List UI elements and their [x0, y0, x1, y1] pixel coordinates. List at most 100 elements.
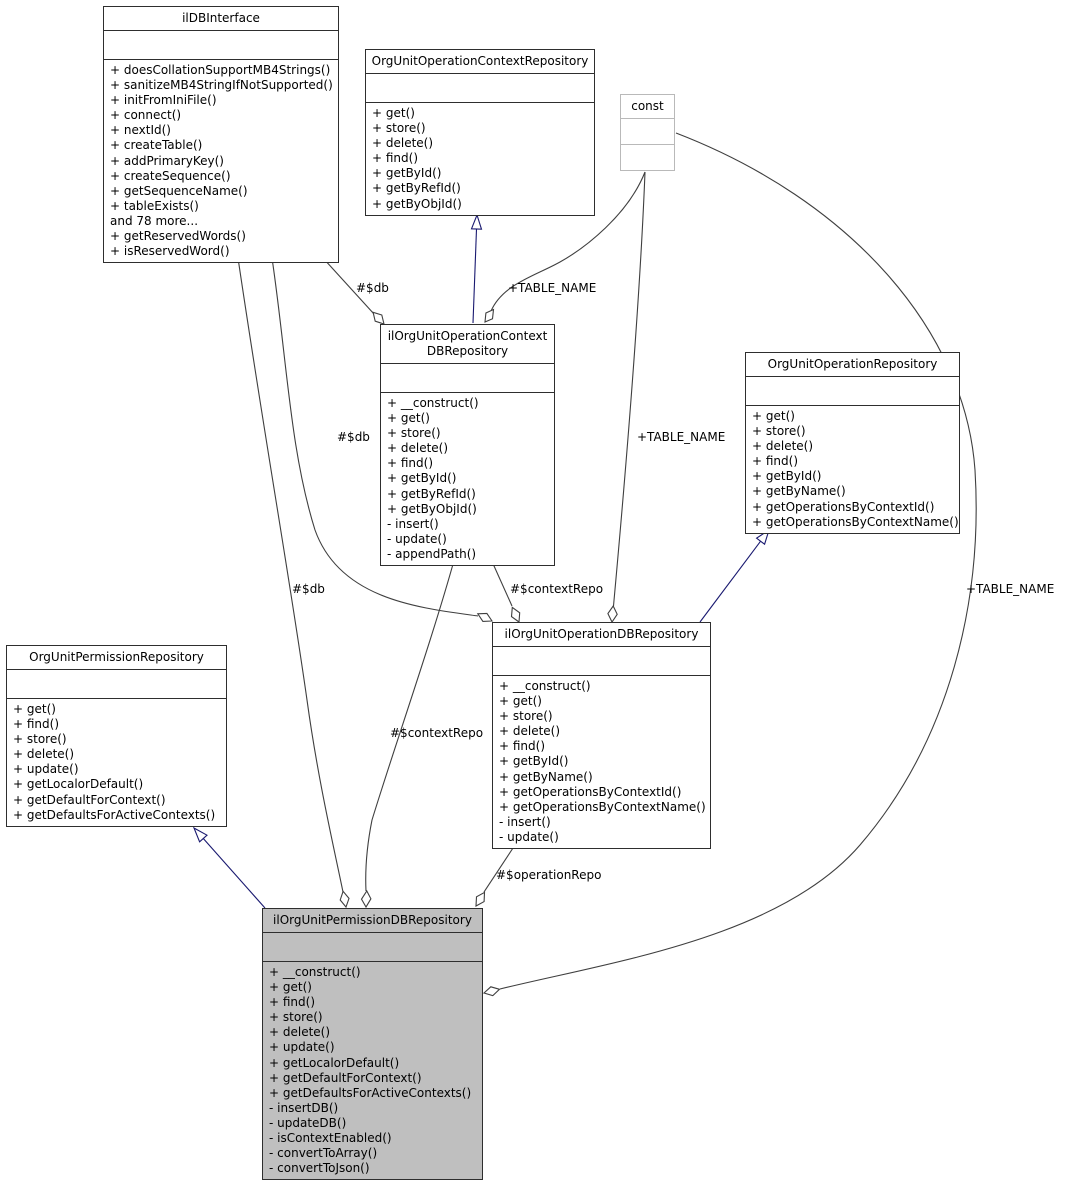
- method-row: + initFromIniFile(): [110, 93, 217, 108]
- class-attributes-empty: [621, 119, 674, 145]
- class-box-ilorgunitoperationcontextdbrepository[interactable]: ilOrgUnitOperationContext DBRepository +…: [380, 324, 555, 567]
- edge-contextrepo-to-permissiondbrepo: [365, 556, 456, 892]
- class-attributes-empty: [263, 933, 482, 962]
- method-row: + getReservedWords(): [110, 229, 246, 244]
- method-row: + tableExists(): [110, 198, 199, 213]
- class-box-orgunitoperationrepository[interactable]: OrgUnitOperationRepository + get()+ stor…: [745, 352, 960, 534]
- edge-label-tablename-2: +TABLE_NAME: [637, 430, 726, 444]
- method-row: + getByObjId(): [372, 196, 462, 211]
- method-row: + getLocalorDefault(): [269, 1055, 400, 1070]
- method-row: - insert(): [387, 516, 439, 531]
- method-row: + getByName(): [752, 484, 846, 499]
- method-row: - convertToArray(): [269, 1146, 378, 1161]
- method-row: + getDefaultForContext(): [269, 1070, 422, 1085]
- class-title: OrgUnitOperationContextRepository: [366, 50, 594, 74]
- class-attributes-empty: [104, 31, 338, 60]
- method-row: - update(): [387, 531, 447, 546]
- class-box-ilorgunitpermissiondbrepository: ilOrgUnitPermissionDBRepository + __cons…: [262, 908, 483, 1181]
- method-row: + getDefaultsForActiveContexts(): [269, 1085, 472, 1100]
- method-row: - isContextEnabled(): [269, 1131, 392, 1146]
- method-row: + nextId(): [110, 123, 171, 138]
- method-row: and 78 more...: [110, 213, 199, 228]
- aggregation-diamond: [475, 891, 486, 907]
- method-row: - updateDB(): [269, 1115, 347, 1130]
- method-row: + delete(): [752, 439, 814, 454]
- method-row: + store(): [752, 424, 806, 439]
- method-row: + store(): [13, 732, 67, 747]
- method-row: + update(): [13, 762, 79, 777]
- method-row: + delete(): [387, 441, 449, 456]
- edge-inherit-operationdbrepo: [699, 540, 762, 623]
- method-row: + getDefaultForContext(): [13, 792, 166, 807]
- method-row: + store(): [269, 1010, 323, 1025]
- class-attributes-empty: [366, 74, 594, 103]
- method-row: + getById(): [387, 471, 457, 486]
- method-row: + getOperationsByContextId(): [752, 499, 935, 514]
- class-attributes-empty: [746, 377, 959, 406]
- method-row: - insertDB(): [269, 1100, 339, 1115]
- method-row: + find(): [269, 995, 316, 1010]
- class-box-const: const: [620, 94, 675, 171]
- class-box-orgunitoperationcontextrepository[interactable]: OrgUnitOperationContextRepository + get(…: [365, 49, 595, 216]
- aggregation-diamond: [372, 311, 385, 325]
- class-box-ildbinterface[interactable]: ilDBInterface + doesCollationSupportMB4S…: [103, 6, 339, 264]
- class-title: OrgUnitOperationRepository: [746, 353, 959, 377]
- method-row: + get(): [269, 980, 312, 995]
- method-row: + delete(): [499, 724, 561, 739]
- edge-inherit-contextdbrepo: [472, 228, 478, 324]
- method-row: + delete(): [372, 136, 434, 151]
- edge-label-operationrepo: #$operationRepo: [496, 868, 602, 882]
- class-title: ilOrgUnitOperationDBRepository: [493, 623, 710, 647]
- method-row: + get(): [13, 702, 56, 716]
- method-row: + sanitizeMB4StringIfNotSupported(): [110, 78, 333, 93]
- method-row: + getByObjId(): [387, 501, 477, 516]
- edge-label-tablename-3: +TABLE_NAME: [966, 582, 1055, 596]
- method-row: + getById(): [752, 469, 822, 484]
- class-methods: + get()+ store()+ delete()+ find()+ getB…: [746, 406, 959, 533]
- edge-label-contextrepo-1: #$contextRepo: [510, 582, 604, 596]
- class-title: ilDBInterface: [104, 7, 338, 31]
- method-row: + getLocalorDefault(): [13, 777, 144, 792]
- class-title: ilOrgUnitPermissionDBRepository: [263, 909, 482, 933]
- edge-label-db-1: #$db: [356, 281, 389, 295]
- class-methods: + doesCollationSupportMB4Strings()+ sani…: [104, 60, 338, 262]
- aggregation-diamond: [476, 612, 494, 622]
- method-row: + find(): [372, 151, 419, 166]
- inheritance-arrowhead: [192, 826, 208, 843]
- edge-label-contextrepo-2: #$contextRepo: [390, 726, 484, 740]
- class-title: ilOrgUnitOperationContext DBRepository: [381, 325, 554, 364]
- aggregation-edges-group: [237, 132, 977, 997]
- method-row: + getByRefId(): [387, 486, 476, 501]
- method-row: + getById(): [372, 166, 442, 181]
- edge-label-db-2: #$db: [337, 430, 370, 444]
- method-row: + get(): [372, 106, 415, 120]
- method-row: + update(): [269, 1040, 335, 1055]
- class-title: const: [621, 95, 674, 119]
- method-row: + store(): [372, 121, 426, 136]
- edge-label-tablename-1: +TABLE_NAME: [508, 281, 597, 295]
- method-row: + find(): [387, 456, 434, 471]
- method-row: + store(): [387, 426, 441, 441]
- method-row: + getByName(): [499, 769, 593, 784]
- method-row: + get(): [387, 411, 430, 426]
- method-row: + addPrimaryKey(): [110, 153, 224, 168]
- class-box-orgunitpermissionrepository[interactable]: OrgUnitPermissionRepository + get()+ fin…: [6, 645, 227, 827]
- class-methods: + get()+ find()+ store()+ delete()+ upda…: [7, 699, 226, 826]
- class-methods: + get()+ store()+ delete()+ find()+ getB…: [366, 103, 594, 215]
- method-row: + __construct(): [269, 965, 361, 979]
- method-row: + find(): [499, 739, 546, 754]
- class-attributes-empty: [493, 647, 710, 676]
- method-row: - insert(): [499, 814, 551, 829]
- method-row: + __construct(): [387, 396, 479, 410]
- class-methods: + __construct()+ get()+ store()+ delete(…: [381, 393, 554, 565]
- class-methods: + __construct()+ get()+ find()+ store()+…: [263, 962, 482, 1179]
- method-row: - convertToJson(): [269, 1161, 370, 1176]
- edge-const-to-operationdbrepo: [612, 171, 646, 607]
- method-row: + delete(): [269, 1025, 331, 1040]
- class-attributes-empty: [381, 364, 554, 393]
- method-row: + getOperationsByContextName(): [752, 514, 959, 529]
- class-box-ilorgunitoperationdbrepository[interactable]: ilOrgUnitOperationDBRepository + __const…: [492, 622, 711, 850]
- method-row: + get(): [752, 409, 795, 423]
- method-row: + __construct(): [499, 679, 591, 693]
- method-row: - update(): [499, 829, 559, 844]
